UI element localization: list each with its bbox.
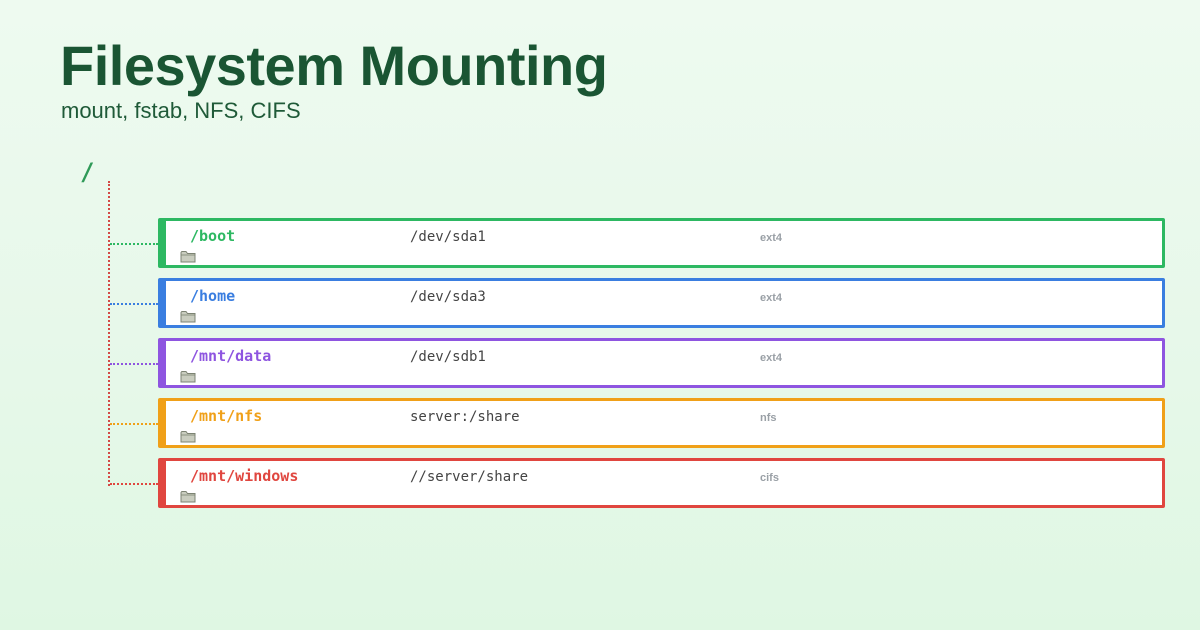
root-directory-label: / xyxy=(80,158,95,186)
tree-branch-line xyxy=(110,243,158,245)
tree-trunk-line xyxy=(108,181,110,486)
filesystem-type-label: ext4 xyxy=(760,292,783,304)
tree-branch-line xyxy=(110,363,158,365)
device-label: /dev/sda1 xyxy=(410,229,486,245)
device-label: /dev/sda3 xyxy=(410,289,486,305)
mount-row[interactable]: /home/dev/sda3 ext4 xyxy=(158,278,1165,328)
filesystem-type-label: cifs xyxy=(760,472,779,484)
folder-icon xyxy=(180,250,196,263)
mount-point-label: /mnt/windows xyxy=(190,467,299,485)
mount-point-label: /mnt/data xyxy=(190,347,272,365)
mount-row[interactable]: /boot/dev/sda1 ext4 xyxy=(158,218,1165,268)
folder-icon xyxy=(180,490,196,503)
mount-row[interactable]: /mnt/data/dev/sdb1 ext4 xyxy=(158,338,1165,388)
tree-branch-line xyxy=(110,483,158,485)
page-title: Filesystem Mounting xyxy=(60,34,608,97)
filesystem-type-label: ext4 xyxy=(760,232,783,244)
folder-icon xyxy=(180,370,196,383)
device-label: server:/share xyxy=(410,409,520,425)
tree-branch-line xyxy=(110,303,158,305)
device-label: /dev/sdb1 xyxy=(410,349,486,365)
folder-icon xyxy=(180,430,196,443)
mount-row[interactable]: /mnt/windows //server/share cifs xyxy=(158,458,1165,508)
tree-branch-line xyxy=(110,423,158,425)
filesystem-type-label: ext4 xyxy=(760,352,783,364)
page-subtitle: mount, fstab, NFS, CIFS xyxy=(61,98,301,123)
mount-point-label: /boot xyxy=(190,227,236,245)
device-label: //server/share xyxy=(410,469,529,485)
filesystem-type-label: nfs xyxy=(760,412,777,424)
mount-point-label: /home xyxy=(190,287,236,305)
folder-icon xyxy=(180,310,196,323)
mount-point-label: /mnt/nfs xyxy=(190,407,263,425)
mount-row[interactable]: /mnt/nfs server:/share nfs xyxy=(158,398,1165,448)
